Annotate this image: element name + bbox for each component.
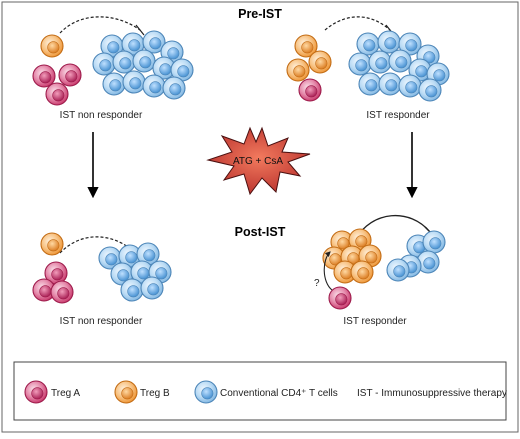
- conventional-t-cell: [140, 276, 164, 300]
- pre-nonresponder-dashed-arc: [59, 16, 141, 34]
- recruitment-arrow: [323, 251, 333, 291]
- post-nonresponder-conventional-cluster: [98, 242, 172, 302]
- post-ist-header: Post-IST: [235, 225, 286, 239]
- legend-box: [13, 361, 507, 421]
- post-responder-recruited-treg-a: [328, 286, 352, 310]
- post-nonresponder-label: IST non responder: [60, 316, 143, 327]
- legend-conventional-label: Conventional CD4⁺ T cells: [220, 388, 338, 399]
- pre-responder-conventional-cluster: [348, 30, 450, 102]
- conventional-t-cell: [92, 52, 116, 76]
- pre-responder-treg-cluster: [286, 34, 332, 102]
- conventional-t-cell: [142, 30, 166, 54]
- conventional-t-cell: [152, 56, 176, 80]
- conventional-t-cell: [398, 32, 422, 56]
- conventional-t-cell: [358, 72, 382, 96]
- conventional-t-cell: [170, 58, 194, 82]
- treg-a-cell: [58, 63, 82, 87]
- conventional-t-cell: [142, 74, 166, 98]
- treg-b-cell: [308, 50, 332, 74]
- conventional-t-cell: [368, 50, 392, 74]
- treg-b-cell: [350, 260, 374, 284]
- conventional-t-cell: [122, 70, 146, 94]
- pre-nonresponder-label: IST non responder: [60, 110, 143, 121]
- treg-a-cell: [32, 64, 56, 88]
- post-responder-conventional-cluster: [386, 230, 446, 282]
- conventional-t-cell: [398, 74, 422, 98]
- treg-a-cell: [328, 286, 352, 310]
- question-mark: ?: [314, 278, 320, 289]
- pre-nonresponder-inhibit-bar: [135, 24, 145, 36]
- conventional-t-cell: [162, 76, 186, 100]
- conventional-t-cell: [348, 52, 372, 76]
- conventional-t-cell: [118, 244, 142, 268]
- post-responder-label: IST responder: [343, 316, 407, 327]
- conventional-t-cell: [132, 49, 156, 73]
- post-responder-treg-cluster: [322, 228, 382, 284]
- treg-a-cell: [24, 380, 48, 404]
- treatment-label: ATG + CsA: [233, 156, 283, 167]
- conventional-t-cell: [377, 30, 401, 54]
- pre-nonresponder-conventional-cluster: [92, 30, 194, 100]
- conventional-t-cell: [422, 230, 446, 254]
- conventional-t-cell: [102, 72, 126, 96]
- treg-b-cell: [286, 58, 310, 82]
- cell-groups: [32, 30, 450, 310]
- conventional-t-cell: [418, 78, 442, 102]
- pre-ist-header: Pre-IST: [238, 7, 282, 21]
- post-nonresponder-treg-cluster: [32, 232, 74, 304]
- treg-b-cell: [40, 34, 64, 58]
- legend-swatches: [24, 380, 218, 404]
- conventional-t-cell: [388, 49, 412, 73]
- treg-b-cell: [333, 260, 357, 284]
- conventional-t-cell: [98, 246, 122, 270]
- pre-responder-label: IST responder: [366, 110, 430, 121]
- treg-a-cell: [298, 78, 322, 102]
- conventional-t-cell: [120, 278, 144, 302]
- treg-b-cell: [40, 232, 64, 256]
- treg-a-cell: [45, 82, 69, 106]
- treg-a-cell: [32, 278, 56, 302]
- treg-b-cell: [114, 380, 138, 404]
- treg-b-cell: [294, 34, 318, 58]
- treg-a-cell: [44, 261, 68, 285]
- conventional-t-cell: [112, 50, 136, 74]
- legend-treg-a-label: Treg A: [51, 388, 80, 399]
- conventional-t-cell: [356, 32, 380, 56]
- conventional-t-cell: [136, 242, 160, 266]
- conventional-t-cell: [194, 380, 218, 404]
- conventional-t-cell: [378, 72, 402, 96]
- treg-a-cell: [50, 280, 74, 304]
- pre-nonresponder-treg-cluster: [32, 34, 82, 106]
- legend-treg-b-label: Treg B: [140, 388, 170, 399]
- conventional-t-cell: [386, 258, 410, 282]
- treatment-burst-shape: [206, 126, 311, 196]
- post-nonresponder-dashed-arc: [59, 236, 133, 254]
- legend-ist-definition: IST - Immunosuppressive therapy: [357, 388, 507, 399]
- pre-responder-dashed-arc: [324, 16, 391, 31]
